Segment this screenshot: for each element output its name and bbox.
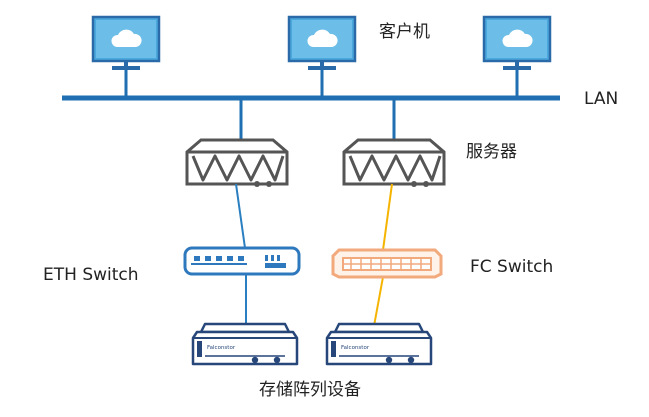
cloud-monitor-icon	[91, 15, 161, 70]
fc-switch-icon	[331, 248, 443, 279]
storage-array-icon: Falconstor	[191, 322, 299, 366]
storage-brand-text: Falconstor	[207, 345, 236, 351]
fc-link-storage	[373, 276, 384, 327]
fc-link-server	[382, 183, 393, 251]
server-icon	[342, 138, 446, 187]
cloud-monitor-icon	[482, 15, 552, 70]
label-lan: LAN	[584, 89, 619, 109]
cloud-monitor-icon	[287, 15, 357, 70]
label-storage: 存储阵列设备	[259, 380, 361, 400]
label-fc-switch: FC Switch	[470, 257, 554, 277]
storage-array-icon: Falconstor	[325, 322, 433, 366]
storage-brand-text: Falconstor	[341, 345, 370, 351]
eth-link-server	[235, 183, 246, 249]
server-icon	[185, 138, 289, 187]
label-servers: 服务器	[466, 142, 517, 162]
eth-switch-icon	[183, 246, 301, 276]
label-clients: 客户机	[379, 22, 430, 42]
label-eth-switch: ETH Switch	[43, 265, 139, 285]
